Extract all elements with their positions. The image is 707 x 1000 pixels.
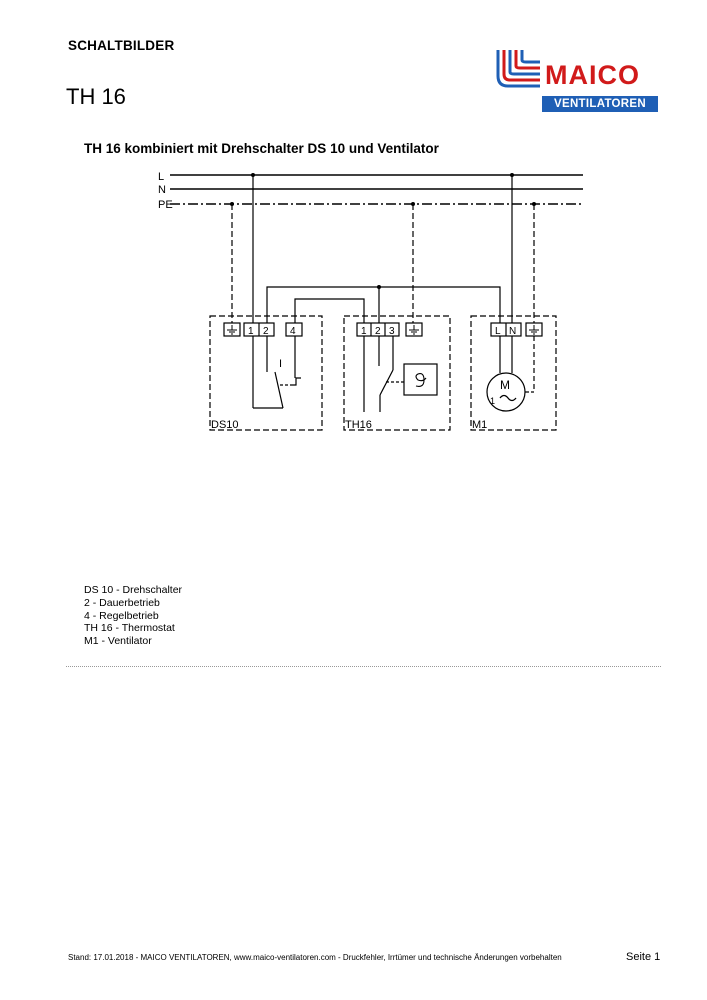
- th16-terminal-3: 3: [389, 326, 395, 337]
- motor-symbol: M: [500, 378, 510, 392]
- ds10-terminal-2: 2: [263, 326, 269, 337]
- logo-mark-icon: [492, 48, 540, 90]
- th16-terminal-1: 1: [361, 326, 367, 337]
- maico-logo: MAICO VENTILATOREN: [490, 46, 660, 114]
- logo-brand: MAICO: [545, 60, 640, 90]
- thermostat-sensor-icon: [403, 363, 438, 396]
- bus-label-pe: PE: [158, 199, 173, 211]
- bus-label-n: N: [158, 184, 166, 196]
- wiring-diagram: L N PE 1 2 4 1 2 3 L N: [158, 171, 583, 431]
- legend-item: TH 16 - Thermostat: [84, 622, 175, 635]
- th16-terminal-2: 2: [375, 326, 381, 337]
- m1-terminal-n: N: [509, 326, 516, 337]
- m1-terminal-l: L: [495, 326, 501, 337]
- motor-phase: 1: [490, 396, 495, 406]
- page-title: TH 16: [66, 84, 126, 109]
- diagram-caption: TH 16 kombiniert mit Drehschalter DS 10 …: [84, 141, 439, 156]
- section-heading: SCHALTBILDER: [68, 38, 175, 53]
- legend-item: 4 - Regelbetrieb: [84, 609, 159, 622]
- earth-icon: [529, 325, 539, 335]
- legend-item: DS 10 - Drehschalter: [84, 584, 183, 596]
- th16-label: TH16: [345, 419, 372, 431]
- m1-label: M1: [472, 419, 487, 431]
- bus-label-l: L: [158, 171, 164, 183]
- ds10-position-label: I: [279, 358, 282, 370]
- legend: DS 10 - Drehschalter 2 - Dauerbetrieb 4 …: [84, 584, 182, 648]
- earth-icon: [227, 325, 237, 335]
- th16-box: [343, 315, 451, 431]
- footer-text: Stand: 17.01.2018 - MAICO VENTILATOREN, …: [68, 953, 562, 962]
- ds10-terminal-1: 1: [248, 326, 254, 337]
- ds10-box: [209, 315, 323, 431]
- legend-item: 2 - Dauerbetrieb: [84, 596, 160, 609]
- divider: [66, 666, 661, 667]
- ds10-terminal-4: 4: [290, 326, 296, 337]
- earth-icon: [409, 325, 419, 335]
- ds10-label: DS10: [211, 419, 239, 431]
- legend-item: M1 - Ventilator: [84, 635, 152, 648]
- logo-tagline: VENTILATOREN: [542, 96, 658, 112]
- page-number: Seite 1: [626, 951, 661, 963]
